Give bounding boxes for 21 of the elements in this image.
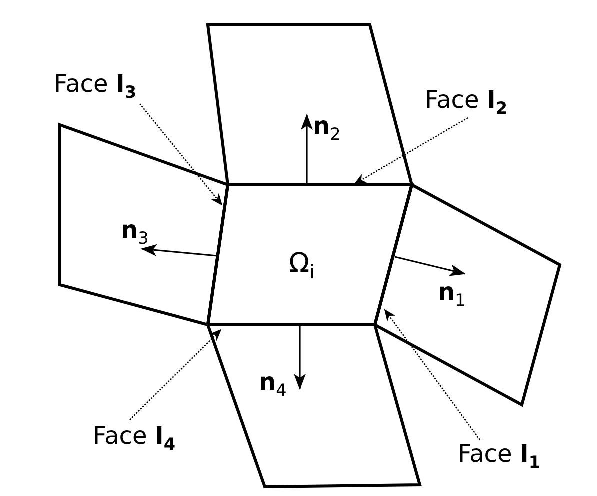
arrow	[141, 244, 218, 257]
edge-label: n$_{4}$	[259, 370, 287, 399]
leader-line	[140, 104, 223, 206]
face-label: Face I$_{2}$	[425, 88, 508, 117]
leader-line	[130, 329, 222, 420]
leader-line	[384, 309, 481, 440]
cell-label: Ω$_{i}$	[289, 250, 315, 282]
edge-label: n$_{3}$	[121, 218, 149, 247]
neighbor-cell	[58, 122, 230, 327]
face-label: Face I$_{4}$	[93, 424, 176, 453]
arrow	[394, 256, 466, 276]
face-label: Face I$_{1}$	[458, 442, 541, 471]
neighbor-cell	[206, 24, 414, 186]
cell-quadrilateral	[206, 183, 414, 327]
edge-label: n$_{2}$	[313, 114, 341, 143]
neighbor-cell	[206, 324, 422, 489]
face-label: Face I$_{3}$	[54, 72, 137, 101]
arrow	[301, 114, 313, 185]
leader-line	[354, 117, 468, 185]
arrow	[294, 326, 306, 390]
edge-label: n$_{1}$	[438, 280, 466, 309]
